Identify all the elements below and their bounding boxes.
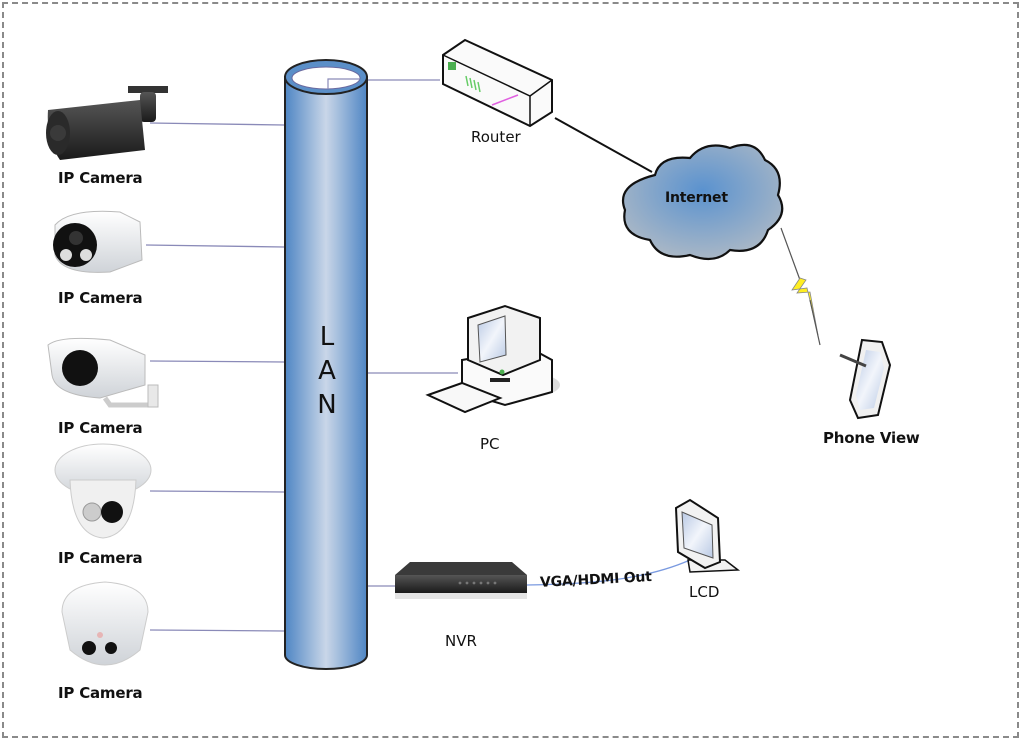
phone-tablet-icon[interactable] xyxy=(839,338,892,420)
lan-label-letter-2: A xyxy=(318,356,336,386)
camera-1-icon[interactable] xyxy=(46,86,168,160)
wireless-lightning-icon xyxy=(780,227,821,346)
link-router-internet xyxy=(554,117,653,173)
lan-label-letter-1: L xyxy=(319,322,335,352)
lcd-label: LCD xyxy=(689,583,720,601)
internet-cloud-icon[interactable] xyxy=(622,143,784,261)
link-camera-4 xyxy=(149,490,285,493)
link-nvr-lcd xyxy=(526,559,691,586)
camera-1-label: IP Camera xyxy=(58,169,143,187)
camera-5-label: IP Camera xyxy=(58,684,143,702)
camera-3-icon[interactable] xyxy=(47,337,159,408)
pc-label: PC xyxy=(480,435,500,453)
camera-2-label: IP Camera xyxy=(58,289,143,307)
lan-backbone-cylinder xyxy=(284,59,368,670)
camera-4-icon[interactable] xyxy=(54,443,152,539)
link-camera-3 xyxy=(149,360,285,363)
nvr-icon[interactable] xyxy=(395,562,527,599)
lan-label-letter-3: N xyxy=(317,390,337,420)
link-camera-5 xyxy=(149,629,285,632)
camera-3-label: IP Camera xyxy=(58,419,143,437)
link-camera-1 xyxy=(149,122,285,126)
camera-links xyxy=(145,122,285,632)
router-label: Router xyxy=(471,128,521,146)
link-camera-2 xyxy=(145,244,285,248)
internet-label: Internet xyxy=(665,190,728,206)
lcd-monitor-icon[interactable] xyxy=(674,498,741,573)
camera-4-label: IP Camera xyxy=(58,549,143,567)
nvr-label: NVR xyxy=(445,632,477,650)
router-icon[interactable] xyxy=(442,38,553,128)
camera-5-icon[interactable] xyxy=(61,581,149,666)
camera-2-icon[interactable] xyxy=(53,210,143,273)
phone-view-label: Phone View xyxy=(823,429,920,447)
pc-icon[interactable] xyxy=(425,304,560,414)
